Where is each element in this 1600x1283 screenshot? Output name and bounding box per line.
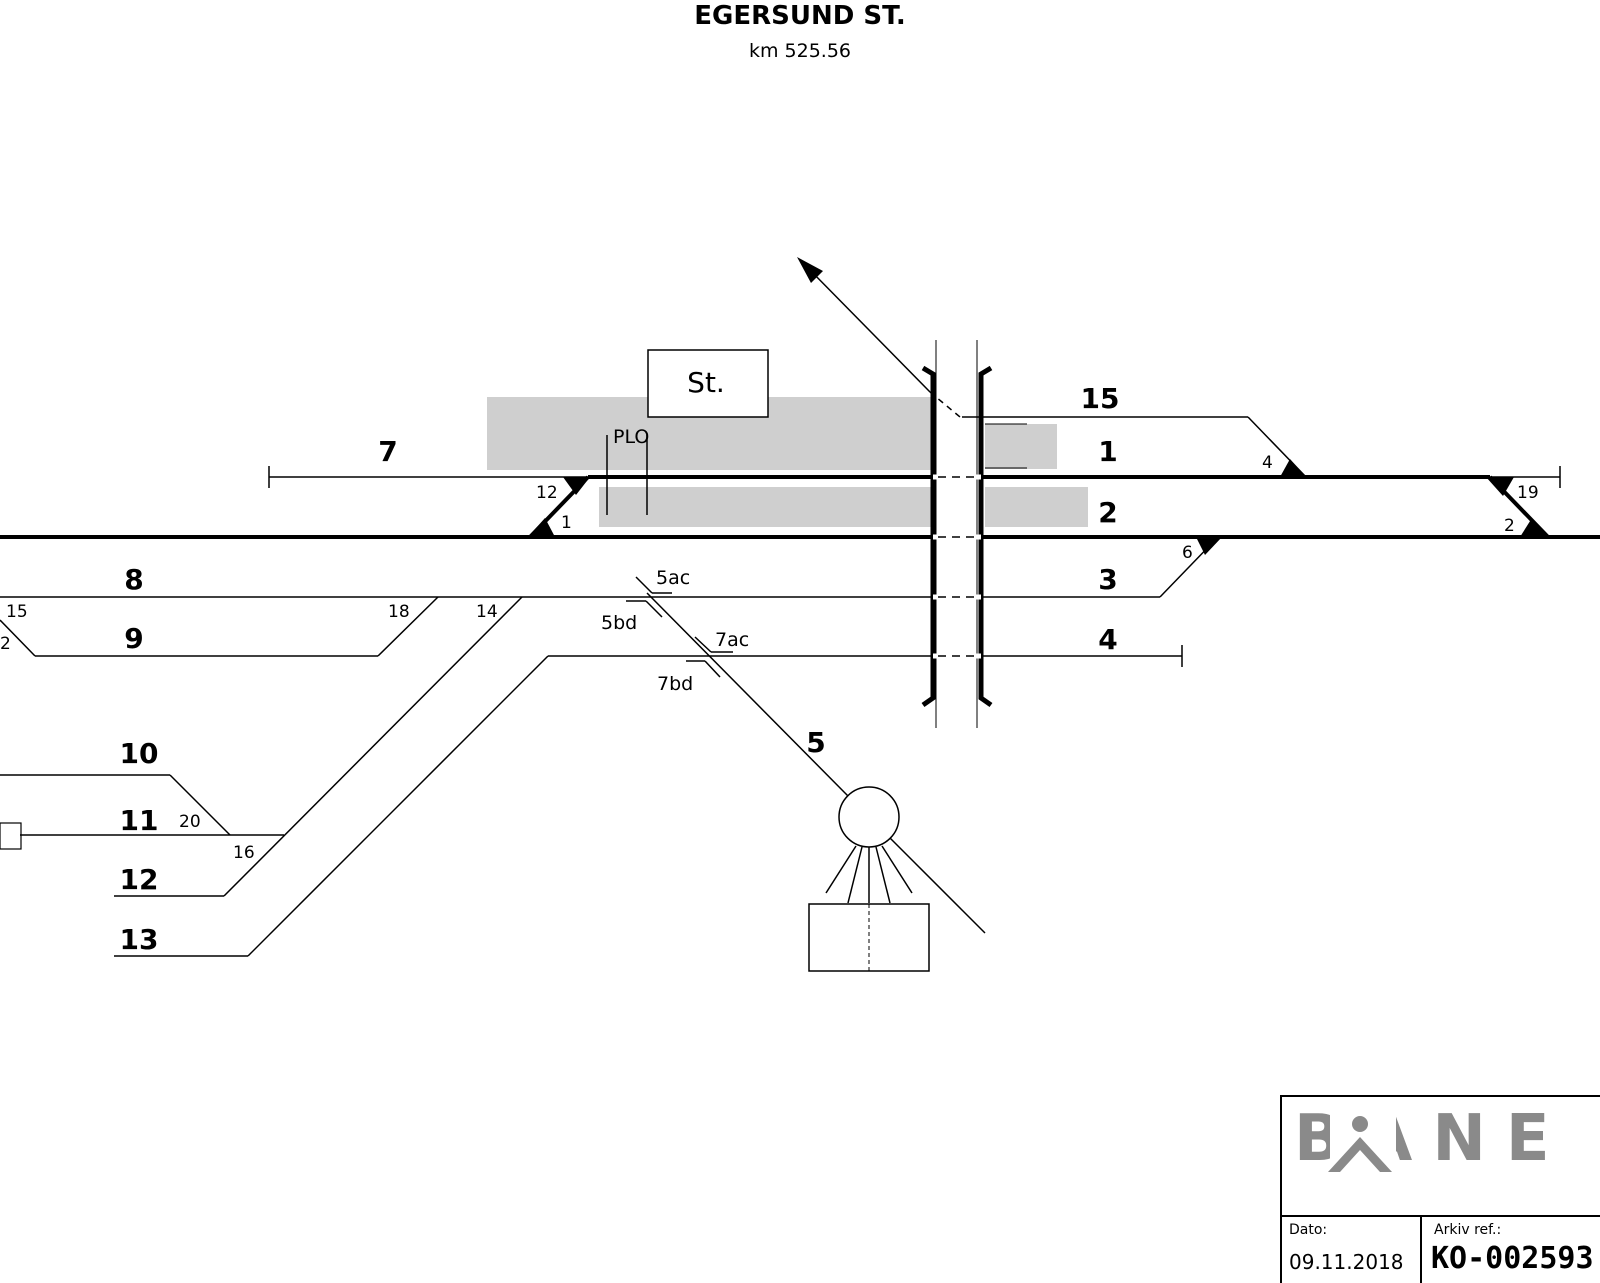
track-label-3: 3 — [1098, 563, 1117, 596]
track-label-9: 9 — [124, 622, 143, 655]
switch-label-1: 1 — [561, 513, 572, 533]
track-label-10: 10 — [120, 737, 159, 770]
switch-triangle-4 — [1280, 459, 1306, 477]
switch-label-15: 15 — [6, 602, 28, 622]
date-label: Dato: — [1289, 1222, 1327, 1238]
switch-triangle-19 — [1486, 477, 1514, 496]
branch-arrow-head — [797, 257, 823, 283]
track-label-1: 1 — [1098, 435, 1117, 468]
logo-mark-head — [1352, 1116, 1368, 1132]
turntable-ray — [881, 845, 913, 894]
turntable-exit — [889, 837, 986, 934]
track-label-2: 2 — [1098, 496, 1117, 529]
platform-lower — [599, 487, 932, 527]
switch-label-2-left: 2 — [0, 634, 11, 654]
switch-triangle-12 — [563, 477, 590, 495]
plo-label: PLO — [613, 426, 649, 448]
crossing-label-7ac: 7ac — [715, 629, 749, 651]
crossing-mark — [635, 576, 653, 594]
track-label-15: 15 — [1081, 382, 1120, 415]
crossing-mark — [704, 660, 721, 678]
track-label-7: 7 — [378, 435, 397, 468]
station-km: km 525.56 — [749, 40, 851, 62]
track-label-11: 11 — [120, 804, 159, 837]
track-label-5: 5 — [806, 726, 825, 759]
switch-label-12: 12 — [536, 483, 558, 503]
track-13-diagonal — [247, 655, 549, 957]
engine-shed — [808, 903, 930, 972]
switch-label-6: 6 — [1182, 543, 1193, 563]
switch-label-20: 20 — [179, 812, 201, 832]
track-label-4: 4 — [1098, 623, 1117, 656]
crossing-mark — [645, 600, 663, 618]
turntable-ray — [875, 846, 891, 904]
track-5 — [646, 592, 849, 797]
turntable — [838, 786, 900, 848]
switch-triangle-1 — [528, 518, 555, 537]
station-title: EGERSUND ST. — [694, 1, 906, 31]
turntable-ray — [847, 846, 863, 904]
platform-lower-right — [985, 487, 1088, 527]
archive-label: Arkiv ref.: — [1434, 1222, 1501, 1238]
station-building — [647, 349, 769, 418]
track-9-switch-left — [0, 619, 36, 657]
switch-label-18: 18 — [388, 602, 410, 622]
switch-triangle-2 — [1520, 518, 1548, 537]
station-building-label: St. — [687, 366, 725, 399]
crossing-label-5bd: 5bd — [601, 612, 637, 634]
crossing-label-7bd: 7bd — [657, 673, 693, 695]
track-10-switch — [169, 774, 231, 836]
crossing-label-5ac: 5ac — [656, 567, 690, 589]
switch-triangle-6 — [1196, 537, 1222, 555]
track-label-13: 13 — [120, 923, 159, 956]
bane-nor-logo: BANE N — [1294, 1102, 1600, 1176]
logo-mark-body — [1328, 1137, 1392, 1172]
crossing-mark — [694, 636, 712, 653]
platform-upper-right — [985, 424, 1057, 469]
track-9-switch-right — [377, 596, 439, 657]
switch-label-16: 16 — [233, 843, 255, 863]
switch-label-19: 19 — [1517, 483, 1539, 503]
turntable-ray — [825, 845, 857, 894]
branch-arrow-line — [807, 267, 931, 393]
date-value: 09.11.2018 — [1289, 1250, 1404, 1274]
switch-label-14: 14 — [476, 602, 498, 622]
track-11-buffer — [0, 822, 22, 850]
switch-label-2-right: 2 — [1504, 516, 1515, 536]
switch-label-4: 4 — [1262, 453, 1273, 473]
track-label-12: 12 — [120, 863, 159, 896]
archive-value: KO-002593 — [1431, 1241, 1594, 1276]
track-12-diagonal — [223, 596, 523, 897]
track-label-8: 8 — [124, 563, 143, 596]
